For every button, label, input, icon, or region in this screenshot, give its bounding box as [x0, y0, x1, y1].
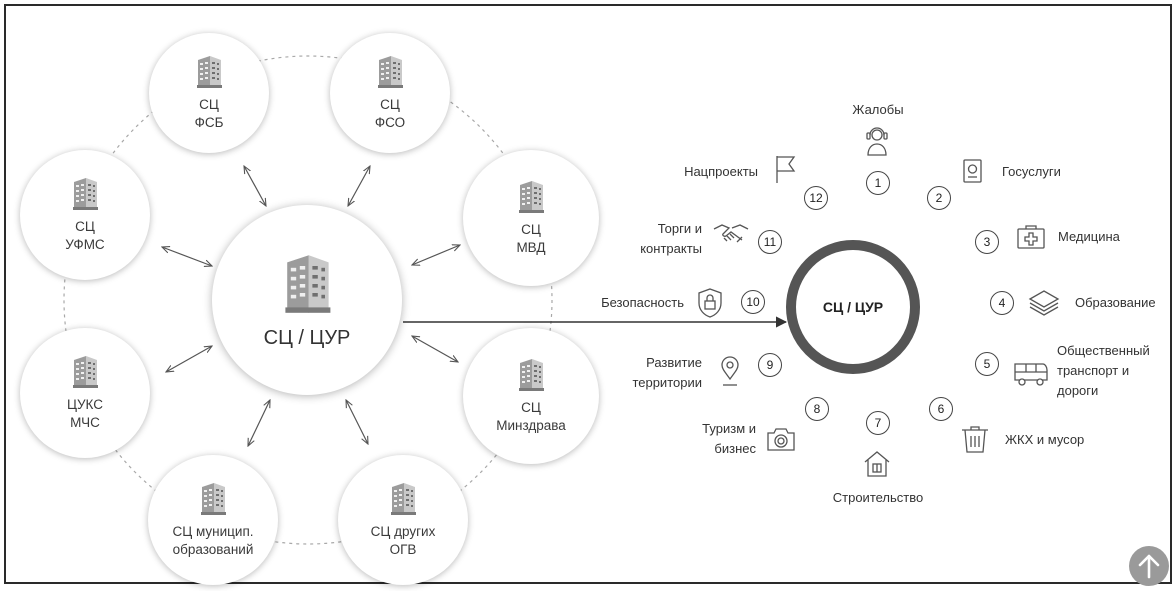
- agency-node-ufms: СЦ УФМС: [20, 150, 150, 280]
- bus-icon: [1014, 363, 1048, 386]
- sector-label-complaints: Жалобы: [852, 102, 904, 117]
- sector-label-territory: Развитие территории: [632, 355, 702, 390]
- operator-headset-icon: [866, 127, 888, 156]
- agency-node-fsb: СЦ ФСБ: [149, 33, 269, 153]
- sector-label-tourism: Туризм и бизнес: [702, 421, 756, 456]
- trash-bin-icon: [962, 426, 988, 453]
- building-icon: [198, 481, 228, 517]
- arrow-ufms: [162, 247, 212, 266]
- sector-number: 3: [975, 230, 999, 254]
- building-icon: [375, 54, 405, 90]
- agency-node-minzdrav: СЦ Минздрава: [463, 328, 599, 464]
- sector-number: 10: [741, 290, 765, 314]
- sector-number: 4: [990, 291, 1014, 315]
- agency-node-mvd: СЦ МВД: [463, 150, 599, 286]
- agency-node-fso: СЦ ФСО: [330, 33, 450, 153]
- building-icon: [516, 357, 546, 393]
- arrow-municipal: [248, 400, 270, 446]
- sector-label-gosuslugi: Госуслуги: [1002, 164, 1061, 179]
- sector-label-medicine: Медицина: [1058, 229, 1120, 244]
- regional-hub-node: СЦ / ЦУР: [212, 205, 402, 395]
- building-icon: [70, 354, 100, 390]
- passport-icon: [963, 159, 982, 183]
- center-label: СЦ / ЦУР: [822, 299, 884, 315]
- handshake-icon: [713, 224, 749, 243]
- sector-label-education: Образование: [1075, 295, 1156, 310]
- sector-label-construction: Строительство: [832, 490, 924, 505]
- agency-label: СЦ других ОГВ: [370, 524, 436, 557]
- agency-label: ЦУКС МЧС: [66, 397, 104, 430]
- agency-node-other-ogv: СЦ других ОГВ: [338, 455, 468, 585]
- sector-label-housing: ЖКХ и мусор: [1005, 432, 1085, 447]
- agency-label: СЦ УФМС: [65, 219, 105, 252]
- orbit-ring: [63, 55, 553, 545]
- arrow-other-ogv: [346, 400, 368, 444]
- first-aid-kit-icon: [1017, 225, 1045, 249]
- hub-label: СЦ / ЦУР: [263, 326, 351, 349]
- flag-icon: [776, 156, 796, 183]
- sector-label-national-projects: Нацпроекты: [684, 164, 758, 179]
- arrow-fsb: [244, 166, 266, 206]
- agency-label: СЦ МВД: [516, 222, 546, 255]
- agency-node-municipal: СЦ муницип. образований: [148, 455, 278, 585]
- house-icon: [864, 451, 890, 477]
- sector-number: 1: [866, 171, 890, 195]
- arrow-up-icon: [1138, 554, 1160, 579]
- building-icon: [280, 251, 334, 317]
- building-icon: [70, 176, 100, 212]
- agency-label: СЦ ФСО: [374, 97, 406, 130]
- agency-node-mchs: ЦУКС МЧС: [20, 328, 150, 458]
- sector-number: 11: [758, 230, 782, 254]
- building-icon: [516, 179, 546, 215]
- sector-number: 9: [758, 353, 782, 377]
- arrow-fso: [348, 166, 370, 206]
- sector-number: 7: [866, 411, 890, 435]
- arrow-mvd: [412, 245, 460, 265]
- scroll-to-top-button[interactable]: [1129, 546, 1169, 586]
- building-icon: [194, 54, 224, 90]
- arrow-minzdrav: [412, 336, 458, 362]
- center-ring: СЦ / ЦУР: [786, 240, 920, 374]
- sector-number: 6: [929, 397, 953, 421]
- map-pin-icon: [721, 356, 739, 386]
- sector-number: 5: [975, 352, 999, 376]
- sector-label-security: Безопасность: [601, 295, 684, 310]
- sector-label-tenders: Торги и контракты: [640, 221, 702, 256]
- lock-shield-icon: [698, 288, 722, 318]
- camera-icon: [767, 428, 795, 451]
- agency-label: СЦ муницип. образований: [172, 524, 254, 557]
- agency-label: СЦ Минздрава: [496, 400, 566, 433]
- building-icon: [388, 481, 418, 517]
- sector-label-transport: Общественный транспорт и дороги: [1057, 343, 1150, 398]
- book-stack-icon: [1028, 290, 1060, 316]
- sector-number: 8: [805, 397, 829, 421]
- sector-number: 12: [804, 186, 828, 210]
- agency-label: СЦ ФСБ: [194, 97, 224, 130]
- arrow-mchs: [166, 346, 212, 372]
- sector-number: 2: [927, 186, 951, 210]
